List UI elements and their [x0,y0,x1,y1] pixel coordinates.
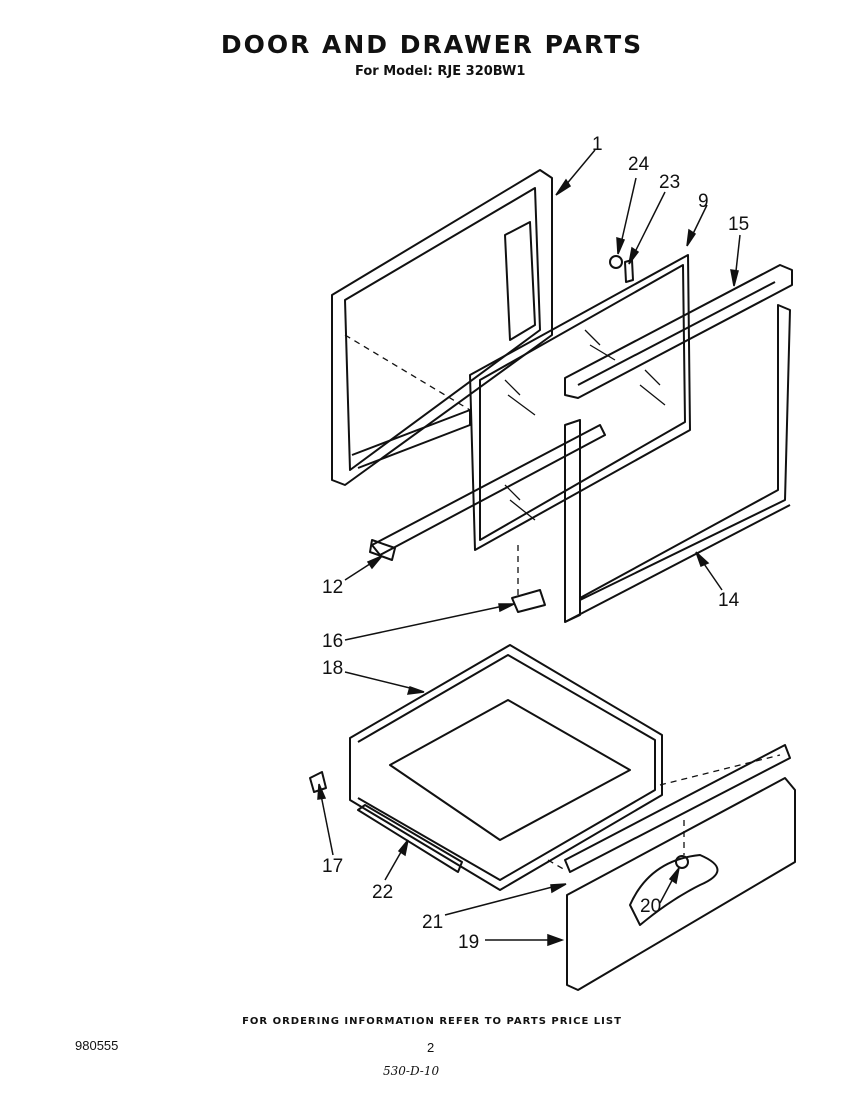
callout-21: 21 [422,912,443,933]
callout-18: 18 [322,658,343,679]
callout-16: 16 [322,631,343,652]
door-outer-frame [331,169,553,486]
callout-23: 23 [659,172,680,193]
callout-20: 20 [640,896,661,917]
callout-17: 17 [322,856,343,877]
callout-9: 9 [698,191,709,212]
callout-22: 22 [372,882,393,903]
document-number: 980555 [75,1038,119,1053]
drawer-front-panel [566,777,796,991]
callout-12: 12 [322,577,343,598]
ordering-info-note: FOR ORDERING INFORMATION REFER TO PARTS … [242,1016,622,1027]
callout-19: 19 [458,932,479,953]
drawer-glide [357,804,463,873]
page-title: DOOR AND DRAWER PARTS [220,30,644,59]
door-handle-rod [369,424,606,561]
door-top-trim [564,264,793,399]
callout-15: 15 [728,214,749,235]
callout-1: 1 [592,134,603,155]
callout-24: 24 [628,154,650,175]
callout-14: 14 [718,590,740,611]
handwritten-code: 530-D-10 [383,1064,440,1078]
drawer-front-rail [564,744,791,873]
drawer-box [349,644,663,891]
door-inner-liner [564,304,791,623]
door-screw [609,255,623,269]
callout-leaders [317,149,741,947]
drawer-clip [309,771,327,793]
door-hinge [511,589,546,613]
callout-labels: 1 24 23 9 15 12 14 16 18 17 22 21 20 19 [322,134,749,953]
page-number: 2 [427,1040,435,1055]
drawer-knob [675,855,689,869]
assembly-lines [344,334,781,871]
model-subtitle: For Model: RJE 320BW1 [355,64,526,79]
drawer-badge [629,854,719,926]
